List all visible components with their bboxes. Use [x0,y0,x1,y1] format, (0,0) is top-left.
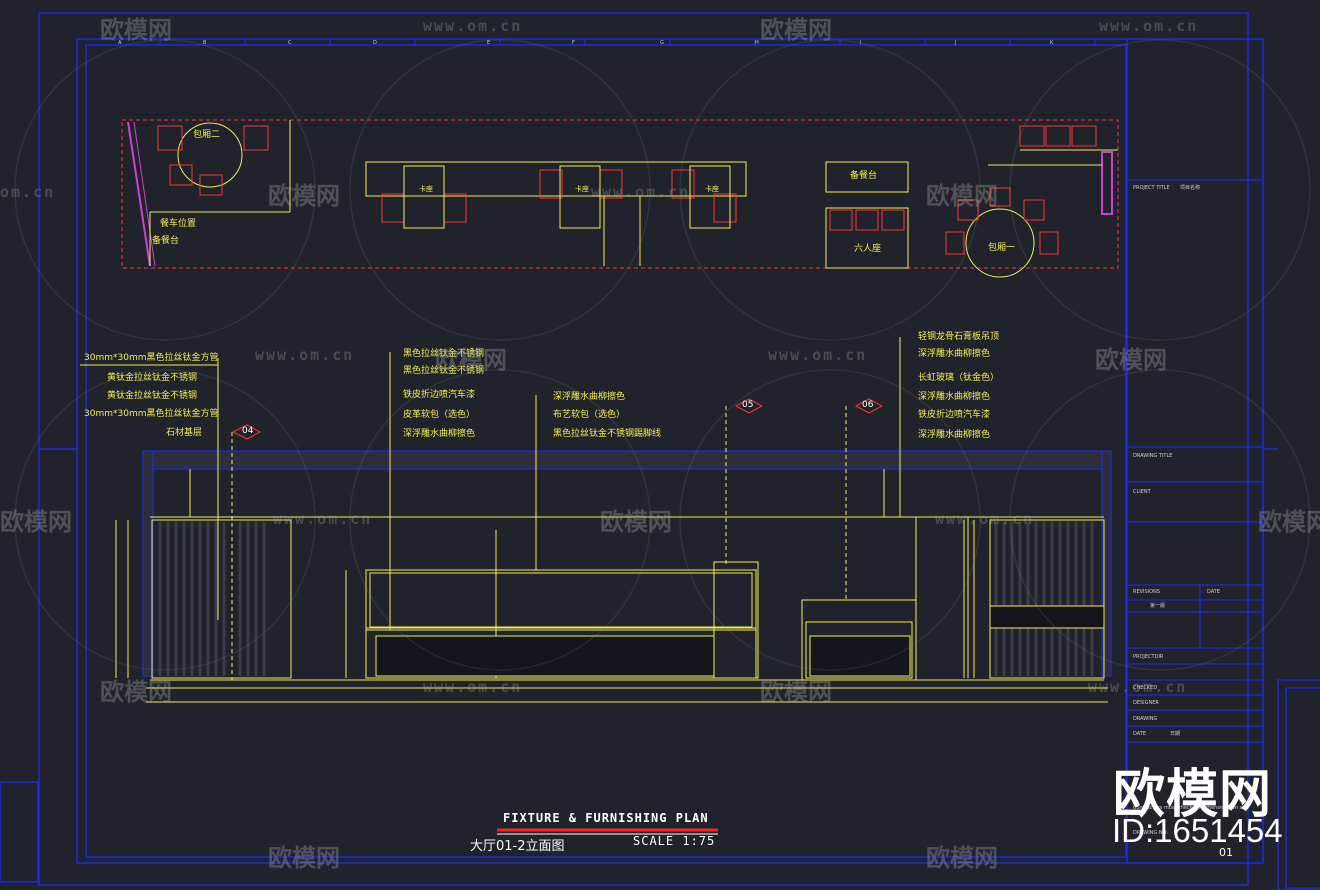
callout-left-5: 石材基层 [166,428,203,438]
watermark-brand-11: 欧模网 [760,678,832,706]
callout-mid2-1: 深浮雕水曲柳擦色 [553,392,626,402]
callout-left-2: 黄钛金拉丝钛金不锈钢 [107,373,198,383]
tb-project-dir: PROJECTDIR [1133,654,1164,660]
watermark-url-4: www.om.cn [255,346,355,364]
grid-letter-e: E [487,40,491,46]
watermark-brand-3: 欧模网 [268,182,340,210]
label-private-room-2: 包厢二 [193,130,221,140]
grid-letter-b: B [203,40,207,46]
watermark-url-short-1: om.cn [0,183,56,201]
label-booth-b: 卡座 [575,185,589,193]
watermark-brand-9: 欧模网 [1258,508,1320,536]
section-tag-04[interactable]: 04 [242,426,254,436]
watermark-brand-8: 欧模网 [600,508,672,536]
watermark-brand-7: 欧模网 [0,508,72,536]
watermark-brand-10: 欧模网 [100,678,172,706]
elevation [80,337,1112,703]
tb-checked: CHECKED [1133,685,1158,691]
tb-date2: DATE [1133,731,1147,737]
callout-left-1: 30mm*30mm黑色拉丝钛金方管 [84,353,219,363]
label-private-room-1: 包厢一 [988,243,1016,253]
watermark-big-logo: 欧模网 [1113,765,1273,825]
section-markers [231,398,884,440]
watermark-url-2: www.om.cn [1099,17,1199,35]
callout-left-4: 30mm*30mm黑色拉丝钛金方管 [84,409,219,419]
grid-letter-i: I [860,40,862,46]
section-tag-05[interactable]: 05 [742,400,754,410]
watermark-brand-13: 欧模网 [926,844,998,872]
section-tag-06[interactable]: 06 [862,400,874,410]
tb-note: Contractors must check all dimensions on… [1133,805,1249,811]
tb-date: DATE [1207,589,1221,595]
label-booth-a: 卡座 [419,185,433,193]
callout-right-6: 深浮雕水曲柳擦色 [918,430,991,440]
grid-letter-j: J [955,40,957,46]
callout-right-2: 深浮雕水曲柳擦色 [918,349,991,359]
grid-letter-f: F [572,40,575,46]
callout-right-5: 铁皮折边喷汽车漆 [918,410,991,420]
drawing-scale: SCALE 1:75 [633,834,716,848]
tb-designer: DESIGNER [1133,700,1159,706]
callout-left-3: 黄钛金拉丝钛金不锈钢 [107,391,198,401]
tb-revisions: REVISIONS [1133,589,1161,595]
label-six-seat: 六人座 [854,244,882,254]
tb-drawing-title: DRAWING TITLE [1133,453,1173,459]
grid-letter-g: G [660,40,664,46]
tb-client: CLIENT [1133,489,1151,495]
callout-mid1-3: 铁皮折边喷汽车漆 [403,390,476,400]
title-block-lines [1127,179,1263,743]
watermark-url-5: www.om.cn [768,346,868,364]
label-service-station-left: 备餐台 [152,236,180,246]
drawing-title-cn: 大厅01-2立面图 [470,839,565,854]
label-booth-c: 卡座 [705,185,719,193]
label-cart-position: 餐车位置 [160,219,197,229]
watermark-id: ID:1651454 [1112,812,1283,849]
watermark-brand-2: 欧模网 [760,16,832,44]
grid-letter-k: K [1050,40,1054,46]
watermark-brand-5: 欧模网 [435,346,507,374]
tb-revision-1: 第一版 [1150,603,1166,609]
callout-mid1-2: 黑色拉丝钛金不锈钢 [403,366,485,376]
callout-mid2-2: 布艺软包（选色） [553,410,626,420]
watermark-circles [14,39,1311,671]
grid-letter-h: H [755,40,759,46]
grid-ticks [159,39,1096,45]
watermark-url-1: www.om.cn [423,17,523,35]
callout-right-1: 轻钢龙骨石膏板吊顶 [918,332,1000,342]
watermark-url-6: www.om.cn [273,510,373,528]
tb-drawing-no: DRAWING NO. [1133,830,1168,836]
callout-mid1-5: 深浮雕水曲柳擦色 [403,429,476,439]
callout-mid1-1: 黑色拉丝钛金不锈钢 [403,349,485,359]
callout-right-4: 深浮雕水曲柳擦色 [918,392,991,402]
watermark-brand-12: 欧模网 [268,844,340,872]
watermark-brand-1: 欧模网 [100,16,172,44]
watermark-url-8: www.om.cn [423,678,523,696]
grid-letter-a: A [118,40,122,46]
tb-date2-value: 日期 [1170,731,1181,737]
callout-right-3: 长虹玻璃（钛金色） [918,373,1000,383]
tb-project-title: PROJECT TITLE [1133,185,1170,191]
callout-mid1-4: 皮革软包（选色） [403,410,476,420]
watermark-url-7: www.om.cn [935,510,1035,528]
page-number: 01 [1219,846,1233,859]
watermark-brand-6: 欧模网 [1095,346,1167,374]
callout-mid2-3: 黑色拉丝钛金不锈钢踢脚线 [553,429,662,439]
drawing-title-en: FIXTURE & FURNISHING PLAN [503,811,709,825]
tb-project-value: 项目名称 [1180,185,1201,191]
label-service-station-right: 备餐台 [850,171,878,181]
watermark-url-3: www.om.cn [591,183,691,201]
grid-letter-c: C [288,40,292,46]
watermark-brand-4: 欧模网 [926,182,998,210]
watermark-url-9: www.om.cn [1088,678,1188,696]
tb-drawing: DRAWING [1133,716,1158,722]
grid-letter-d: D [373,40,377,46]
floor-plan [121,119,1119,278]
